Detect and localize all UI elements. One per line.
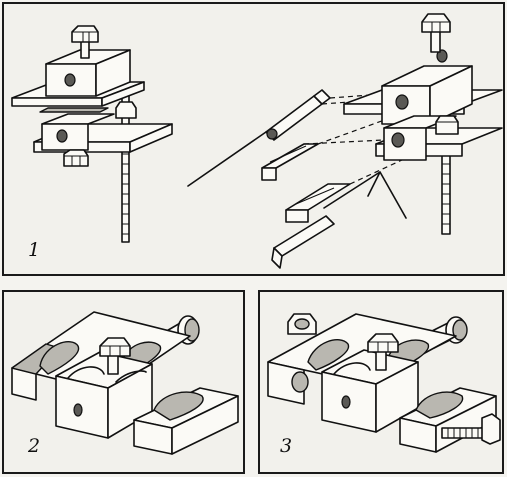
block-bolt (367, 333, 399, 353)
figure-1-label: 1 (28, 239, 41, 261)
assembled-clamp (11, 25, 173, 243)
figure-3-drawing (267, 313, 501, 453)
needle-cassette (187, 89, 331, 187)
guide-strip-2 (285, 183, 351, 223)
figure-2-panel: 2 (2, 290, 245, 474)
rod-nut (115, 101, 137, 119)
figure-3-label: 3 (280, 435, 293, 457)
block-bolt (99, 337, 131, 357)
bottom-bolt (63, 149, 89, 167)
exploded-top-bolt (421, 13, 451, 33)
front-bolt (441, 413, 501, 445)
figure-2-label: 2 (28, 435, 41, 457)
exploded-rod-nut (435, 115, 459, 135)
guide-strip-1 (261, 143, 319, 181)
exploded-clamp (343, 13, 503, 235)
figure-3-panel: 3 (258, 290, 504, 474)
figure-1-panel: 1 (2, 2, 505, 276)
top-bolt (71, 25, 99, 59)
figure-1-drawing (11, 13, 503, 269)
cannula (271, 171, 407, 269)
figure-2-drawing (11, 311, 239, 455)
